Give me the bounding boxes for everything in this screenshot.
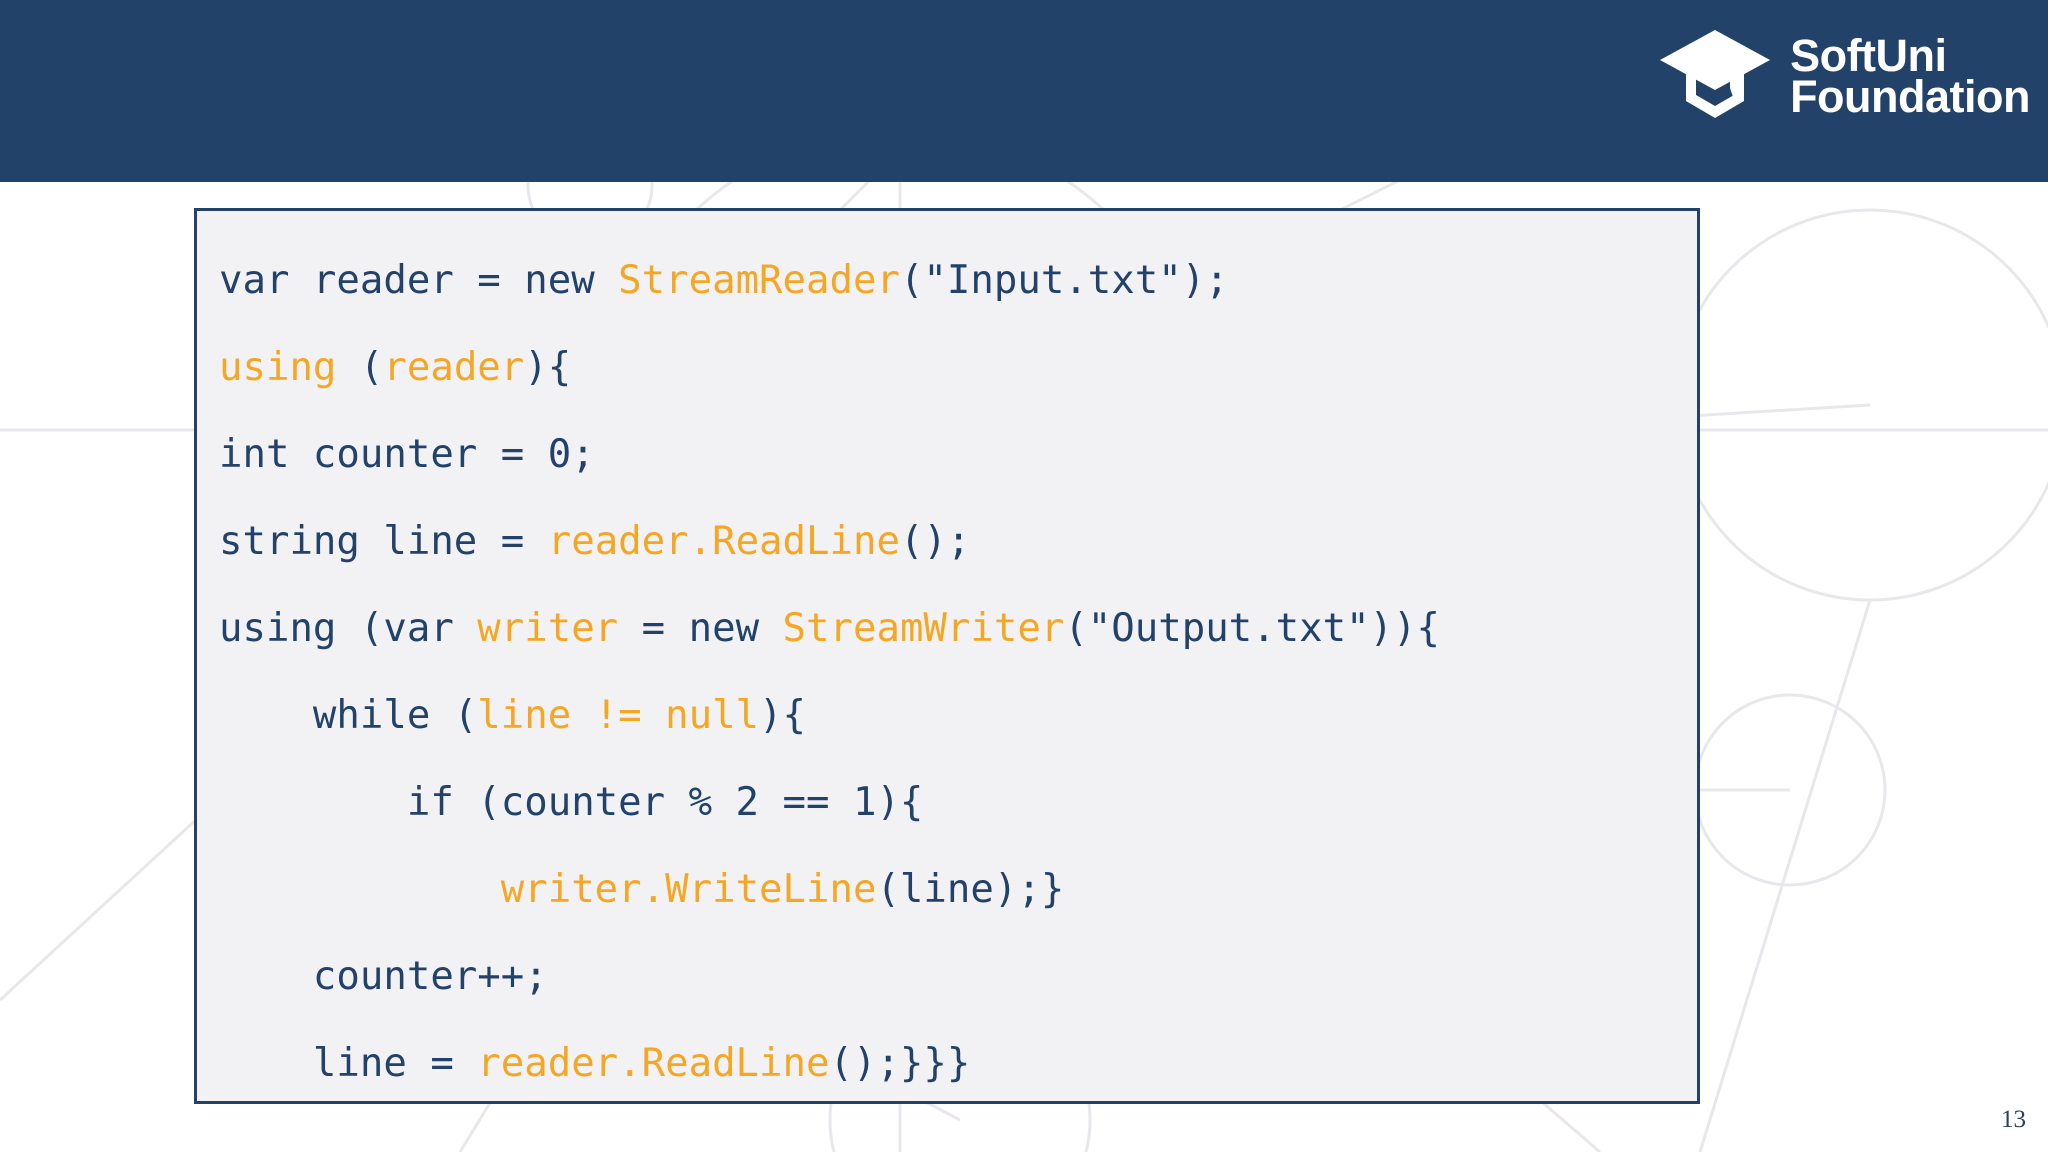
code-line: using (var writer = new StreamWriter("Ou… (219, 585, 1697, 672)
logo-wordmark: SoftUni Foundation (1790, 29, 2030, 122)
softuni-foundation-logo: SoftUni Foundation (1656, 26, 2030, 126)
code-token-plain: string line = (219, 519, 548, 564)
code-token-plain: ("Input.txt"); (899, 258, 1229, 303)
code-token-plain: int counter = 0; (219, 432, 595, 477)
code-token-plain: ( (336, 345, 384, 390)
code-line: using (reader){ (219, 324, 1697, 411)
code-line: if (counter % 2 == 1){ (219, 759, 1697, 846)
code-token-plain: ){ (759, 693, 807, 738)
code-token-plain: ();}}} (829, 1041, 971, 1086)
code-line: counter++; (219, 933, 1697, 1020)
code-token-plain: var reader = new (219, 258, 619, 303)
code-token-plain: using (var (219, 606, 478, 651)
code-token-keyword: using (219, 345, 337, 390)
code-token-keyword: reader.ReadLine (547, 519, 900, 564)
code-token-plain: while ( (219, 693, 478, 738)
code-token-keyword: StreamWriter (782, 606, 1065, 651)
graduation-cap-icon (1660, 30, 1771, 118)
code-line: string line = reader.ReadLine(); (219, 498, 1697, 585)
code-token-plain: = new (618, 606, 783, 651)
code-line: var reader = new StreamReader("Input.txt… (219, 237, 1697, 324)
code-token-keyword: writer.WriteLine (500, 867, 877, 912)
code-token-keyword: writer (477, 606, 619, 651)
code-line: writer.WriteLine(line);} (219, 846, 1697, 933)
code-token-plain: line = (219, 1041, 478, 1086)
code-token-plain (219, 867, 501, 912)
code-token-keyword: StreamReader (618, 258, 900, 303)
code-token-plain: if (counter % 2 == 1){ (219, 780, 924, 825)
page-number: 13 (2001, 1106, 2026, 1133)
code-line: line = reader.ReadLine();}}} (219, 1020, 1697, 1107)
logo-line-1: SoftUni (1790, 29, 1947, 81)
decor-line (1698, 599, 1872, 1152)
decor-circle (1673, 208, 2048, 602)
code-token-plain: (line);} (876, 867, 1065, 912)
code-token-keyword: line != null (477, 693, 760, 738)
code-token-keyword: reader.ReadLine (477, 1041, 830, 1086)
code-line: int counter = 0; (219, 411, 1697, 498)
code-line: while (line != null){ (219, 672, 1697, 759)
code-token-keyword: reader (383, 345, 525, 390)
code-token-plain: counter++; (219, 954, 548, 999)
decor-circle (1693, 693, 1887, 887)
code-token-plain: ("Output.txt")){ (1064, 606, 1440, 651)
code-token-plain: (); (899, 519, 971, 564)
logo-line-2: Foundation (1790, 71, 2030, 122)
code-block: var reader = new StreamReader("Input.txt… (194, 208, 1700, 1104)
code-token-plain: ){ (524, 345, 572, 390)
